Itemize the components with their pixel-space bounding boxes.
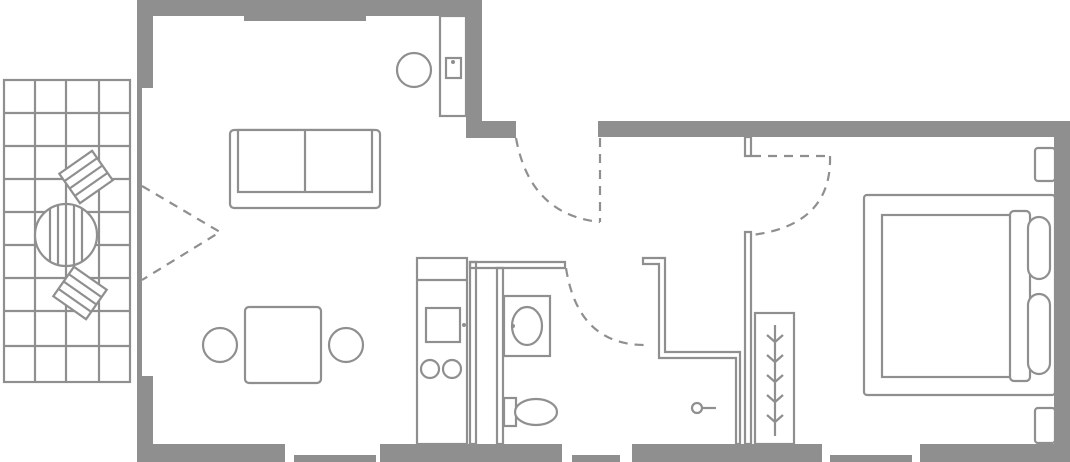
walls bbox=[137, 0, 1070, 462]
sink-counter bbox=[438, 14, 468, 118]
dining-table bbox=[243, 305, 323, 385]
kitchen-counter bbox=[415, 256, 469, 446]
pillow bbox=[1026, 215, 1052, 281]
kitchen bbox=[415, 256, 469, 446]
balcony-table bbox=[33, 202, 99, 268]
cooktop bbox=[419, 358, 463, 380]
dining-chair bbox=[327, 326, 365, 364]
toilet bbox=[502, 396, 559, 428]
balcony-lounger bbox=[51, 265, 109, 321]
shower-drain bbox=[690, 401, 716, 415]
bathroom bbox=[502, 294, 716, 428]
double-bed bbox=[862, 193, 1057, 397]
wardrobe bbox=[753, 311, 796, 446]
partitions bbox=[468, 135, 753, 446]
entrance-door[interactable] bbox=[514, 137, 602, 224]
bedroom bbox=[862, 146, 1057, 445]
bathroom-door[interactable] bbox=[564, 267, 646, 347]
balcony-lounger bbox=[57, 149, 115, 205]
armchair bbox=[395, 51, 433, 89]
nightstand bbox=[1033, 406, 1057, 445]
hallway bbox=[753, 311, 796, 446]
balcony bbox=[2, 78, 132, 384]
bathroom-sink bbox=[502, 294, 552, 358]
nightstand bbox=[1033, 146, 1057, 183]
balcony-door[interactable] bbox=[141, 185, 223, 281]
living-room bbox=[201, 14, 468, 385]
pillow bbox=[1026, 292, 1052, 376]
bedroom-door[interactable] bbox=[751, 154, 832, 237]
sofa bbox=[228, 128, 382, 210]
dining-chair bbox=[201, 326, 239, 364]
